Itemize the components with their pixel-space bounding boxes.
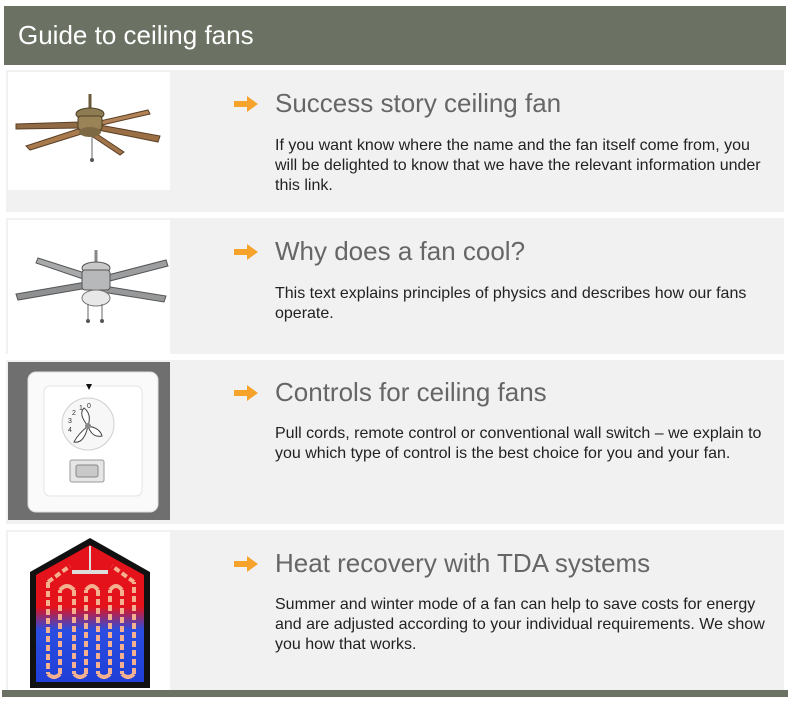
article-title[interactable]: Success story ceiling fan (275, 88, 562, 118)
wall-switch-control-image[interactable]: 0 1 2 3 4 (8, 362, 170, 520)
article-text: Summer and winter mode of a fan can help… (275, 596, 765, 653)
svg-text:4: 4 (68, 427, 72, 434)
svg-text:3: 3 (68, 418, 72, 425)
article-card-why-fan-cools[interactable]: Why does a fan cool? This text explains … (6, 218, 784, 354)
article-card-heat-recovery[interactable]: Heat recovery with TDA systems Summer an… (6, 530, 784, 690)
svg-text:0: 0 (87, 403, 91, 410)
article-text: This text explains principles of physics… (275, 285, 747, 322)
ceiling-fan-steel-image[interactable] (8, 220, 170, 354)
arrow-right-icon (234, 244, 258, 260)
heat-recovery-diagram-image[interactable] (8, 532, 170, 690)
article-card-success-story[interactable]: Success story ceiling fan If you want kn… (6, 70, 784, 212)
page-header: Guide to ceiling fans (4, 6, 786, 65)
article-text: If you want know where the name and the … (275, 137, 761, 194)
footer-divider (2, 690, 788, 697)
svg-text:1: 1 (79, 405, 83, 412)
ceiling-fan-brass-image[interactable] (8, 72, 170, 190)
page-title: Guide to ceiling fans (18, 20, 254, 50)
svg-text:2: 2 (72, 410, 76, 417)
article-title[interactable]: Why does a fan cool? (275, 236, 526, 266)
arrow-right-icon (234, 556, 258, 572)
arrow-right-icon (234, 385, 258, 401)
article-card-controls[interactable]: 0 1 2 3 4 Controls for ceiling fans Pull… (6, 360, 784, 524)
article-title[interactable]: Heat recovery with TDA systems (275, 548, 651, 578)
article-text: Pull cords, remote control or convention… (275, 425, 762, 462)
article-title[interactable]: Controls for ceiling fans (275, 377, 547, 407)
arrow-right-icon (234, 96, 258, 112)
